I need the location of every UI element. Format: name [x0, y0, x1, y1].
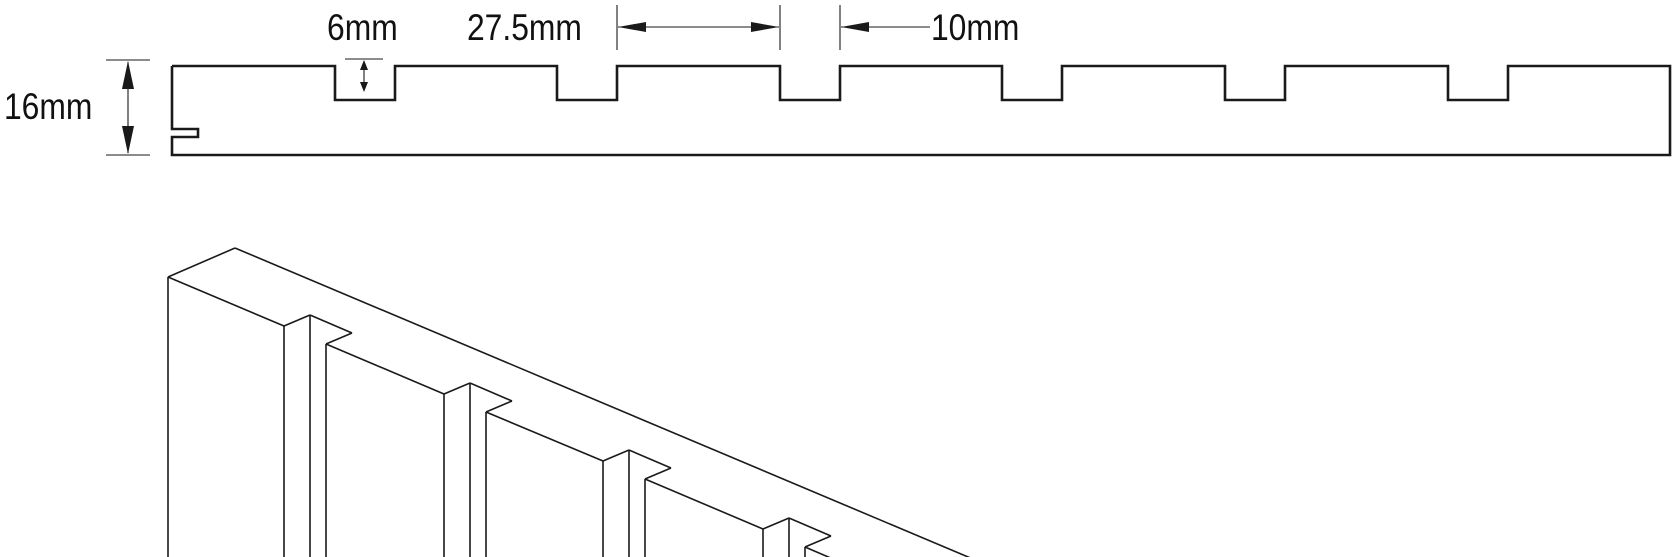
iso-slat-3-top: [485, 411, 604, 462]
profile-section: [170, 64, 1672, 157]
iso-slat-4-top: [644, 478, 764, 530]
slat-width-label: 27.5mm: [467, 8, 582, 49]
iso-groove-2-back: [469, 382, 513, 402]
iso-slat-1-top: [167, 276, 285, 327]
groove-depth-arrow-down: [360, 82, 368, 92]
iso-slat-5-top: [804, 546, 831, 557]
iso-groove-4-bottom: [762, 517, 790, 530]
iso-groove-1-top: [325, 332, 353, 345]
thickness-label: 16mm: [4, 87, 92, 128]
iso-groove-1-bottom: [283, 314, 311, 327]
slat-width-arrow-left: [618, 22, 646, 32]
thickness-arrow-down: [122, 126, 134, 154]
iso-groove-4-back: [788, 517, 832, 537]
groove-depth-dimension: 6mm: [327, 8, 398, 92]
slat-width-arrow-right: [751, 22, 779, 32]
iso-end-cap-top: [167, 247, 236, 278]
panel-profile-outline: [170, 64, 1672, 157]
iso-groove-3-bottom: [602, 449, 630, 462]
iso-groove-3-top: [644, 467, 672, 480]
iso-groove-4-top: [804, 535, 832, 548]
groove-width-label: 10mm: [931, 8, 1019, 49]
iso-groove-1-back: [309, 314, 353, 334]
groove-depth-label: 6mm: [327, 8, 398, 49]
iso-groove-3-back: [628, 449, 672, 469]
iso-groove-2-bottom: [443, 382, 471, 395]
iso-groove-2-top: [485, 400, 513, 413]
slat-width-dimension: 27.5mm: [467, 5, 781, 50]
isometric-view: [167, 247, 971, 557]
thickness-arrow-up: [122, 61, 134, 89]
iso-top-back-edge: [234, 247, 971, 557]
groove-width-arrow: [841, 22, 869, 32]
thickness-dimension: 16mm: [4, 59, 150, 156]
iso-slat-2-top: [325, 343, 445, 395]
groove-depth-arrow-up: [360, 60, 368, 70]
groove-width-dimension: 10mm: [839, 5, 1019, 50]
